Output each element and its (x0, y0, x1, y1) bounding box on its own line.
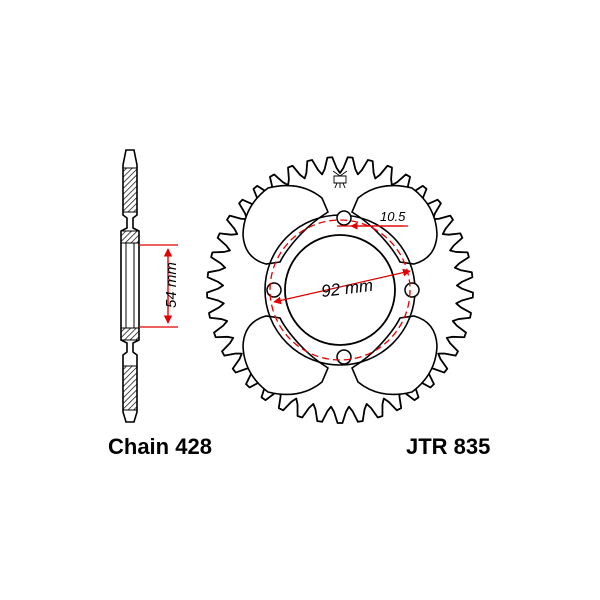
bolt-hole-dimension: 10.5 (337, 209, 408, 230)
side-profile-outline (120, 149, 140, 423)
lightening-cutouts (242, 184, 438, 396)
bolt-hole-bottom (336, 349, 352, 365)
bolt-hole-label: 10.5 (380, 209, 406, 224)
bolt-hole-right (404, 282, 420, 298)
side-profile-upper-hatch (122, 167, 138, 213)
bolt-hole-top (336, 210, 352, 226)
sprocket-front-view: 92 mm 10.5 (206, 156, 474, 424)
cutout-top-right (350, 184, 438, 265)
bolt-hole-left (266, 282, 282, 298)
side-profile-hub-lower (120, 327, 140, 341)
side-profile-hub-upper (120, 230, 140, 244)
hub-offset-dimension: 54 mm (139, 244, 180, 328)
side-profile-lower-hatch (122, 365, 138, 411)
cutout-top-left (242, 184, 330, 265)
sprocket-side-profile: 54 mm (120, 149, 180, 423)
cutout-bottom-right (350, 315, 438, 396)
hub-offset-label: 54 mm (163, 262, 180, 308)
cutout-bottom-left (242, 315, 330, 396)
jt-sprockets-logo-icon (332, 170, 348, 189)
chain-size-label: Chain 428 (108, 434, 212, 459)
part-number-label: JTR 835 (406, 434, 491, 459)
